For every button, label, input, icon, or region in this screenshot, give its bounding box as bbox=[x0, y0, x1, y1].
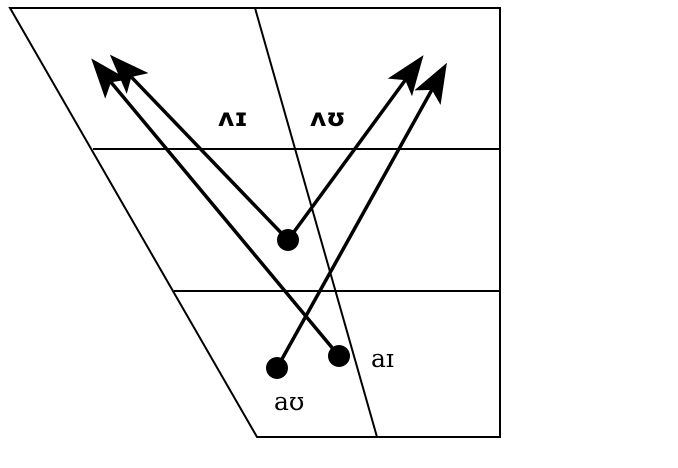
trajectory-vi bbox=[109, 54, 290, 242]
start-point-au bbox=[266, 357, 288, 379]
start-point-center bbox=[277, 229, 299, 251]
start-point-ai bbox=[328, 345, 350, 367]
label-vi: ʌɪ bbox=[218, 103, 248, 132]
trajectory-vu bbox=[286, 55, 424, 242]
label-vu: ʌʊ bbox=[310, 103, 346, 132]
vowel-quadrilateral bbox=[8, 7, 501, 438]
label-au: aʊ bbox=[274, 387, 304, 416]
divider-central bbox=[254, 7, 378, 438]
trajectory-ai bbox=[91, 58, 341, 358]
trajectory-au bbox=[275, 62, 447, 369]
label-ai: aɪ bbox=[371, 344, 394, 373]
